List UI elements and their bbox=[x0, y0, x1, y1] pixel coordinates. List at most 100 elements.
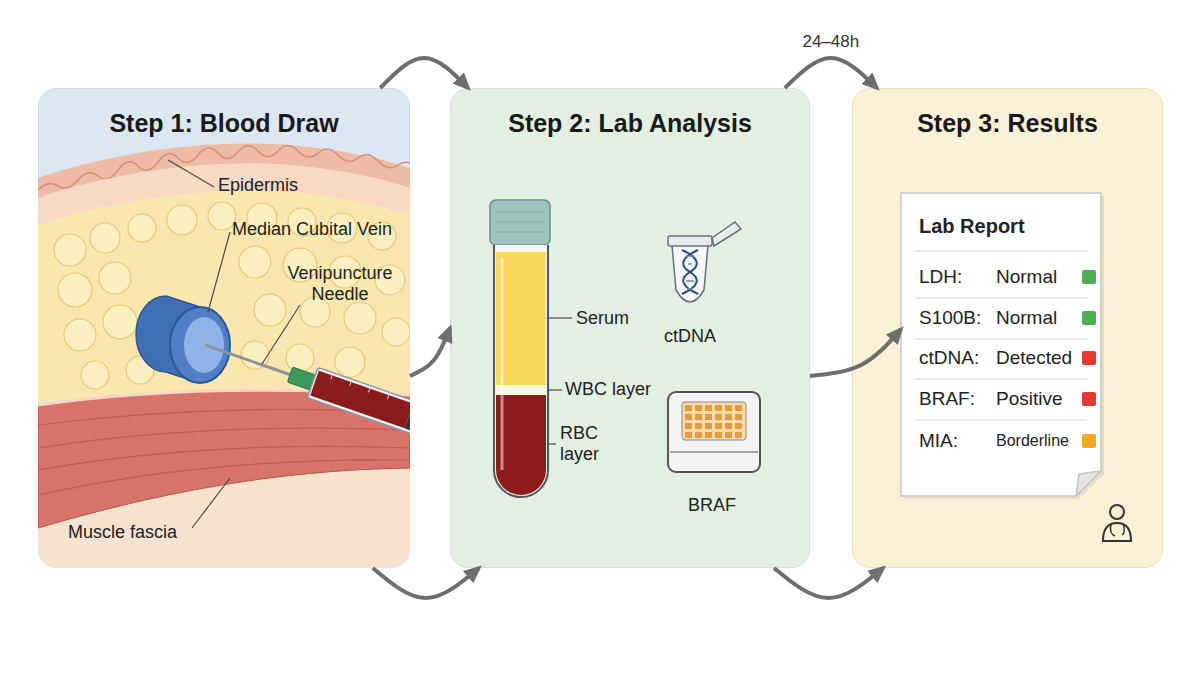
tube-outline bbox=[494, 245, 548, 497]
status-square bbox=[1082, 392, 1096, 406]
flow-arrow bbox=[810, 329, 901, 376]
fat-cell bbox=[375, 265, 405, 295]
wbc-layer bbox=[496, 385, 546, 395]
status-square bbox=[1082, 311, 1096, 325]
barrel-tick bbox=[350, 379, 352, 386]
muscle-fiber bbox=[38, 460, 410, 495]
report-cell: BRAF: bbox=[919, 388, 975, 411]
dna-strand bbox=[682, 250, 698, 294]
barrel-tick bbox=[331, 373, 333, 380]
report-cell: Normal bbox=[996, 266, 1057, 289]
dna-rung bbox=[686, 280, 694, 282]
report-fold bbox=[1076, 471, 1101, 496]
panel-heading: Step 3: Results bbox=[853, 108, 1162, 138]
fat-cell bbox=[167, 205, 197, 235]
fat-cell bbox=[286, 344, 314, 372]
fat-layer bbox=[38, 191, 410, 405]
fat-cell bbox=[283, 248, 317, 282]
flow-arrow bbox=[380, 58, 468, 88]
muscle-fiber bbox=[38, 428, 410, 448]
muscle-fiber bbox=[38, 409, 410, 425]
flow-arrow bbox=[774, 568, 883, 598]
vein-lumen bbox=[184, 317, 224, 373]
assay-chip bbox=[682, 402, 746, 440]
fat-cell bbox=[288, 208, 316, 236]
fat-cell bbox=[90, 223, 120, 253]
rbc-layer bbox=[496, 395, 546, 495]
report-cell: MIA: bbox=[919, 430, 958, 453]
fat-cell bbox=[344, 302, 376, 334]
report-cell: Positive bbox=[996, 388, 1063, 411]
micro-tube bbox=[672, 245, 708, 302]
flow-arrow bbox=[373, 568, 479, 598]
cap-ridge bbox=[495, 232, 545, 233]
muscle-fiber bbox=[38, 446, 410, 470]
fat-cell bbox=[126, 356, 154, 384]
fat-cell bbox=[254, 294, 286, 326]
assay-device bbox=[668, 392, 760, 472]
device-band bbox=[670, 451, 758, 453]
fat-cell bbox=[335, 347, 365, 377]
leader-line bbox=[548, 443, 556, 444]
fat-cell bbox=[58, 273, 92, 307]
step-panel: Step 1: Blood Draw bbox=[38, 88, 410, 568]
fat-cell bbox=[300, 297, 330, 327]
assay-grid bbox=[684, 404, 744, 438]
fat-cell bbox=[99, 262, 131, 294]
report-cell: Normal bbox=[996, 307, 1057, 330]
fat-cell bbox=[247, 203, 277, 233]
fat-cell bbox=[128, 214, 156, 242]
panel-heading: Step 1: Blood Draw bbox=[39, 108, 409, 138]
muscle-layer bbox=[38, 390, 410, 528]
doctor-body bbox=[1103, 523, 1131, 541]
plunger-seal bbox=[405, 404, 410, 431]
vein-wall bbox=[170, 307, 230, 383]
fat-cell bbox=[64, 319, 96, 351]
report-rule bbox=[915, 378, 1087, 379]
epidermis-wave bbox=[38, 146, 410, 191]
report-cell: S100B: bbox=[919, 307, 981, 330]
fat-cell bbox=[382, 318, 410, 346]
edge-label: 24–48h bbox=[802, 31, 859, 52]
leader-line bbox=[548, 317, 572, 318]
report-cell: Detected bbox=[996, 347, 1072, 370]
report-rule bbox=[915, 297, 1087, 298]
status-square bbox=[1082, 351, 1096, 365]
dna-rung bbox=[687, 288, 693, 290]
fat-cell bbox=[368, 222, 396, 250]
fat-cell bbox=[239, 246, 271, 278]
fat-cell bbox=[208, 202, 236, 230]
cap-ridge bbox=[495, 212, 545, 213]
tube-glass bbox=[494, 245, 548, 497]
needle-shaft bbox=[205, 345, 292, 375]
report-cell: ctDNA: bbox=[919, 347, 979, 370]
report-rule bbox=[915, 250, 1087, 251]
dna-rung bbox=[688, 263, 692, 265]
panel-heading: Step 2: Lab Analysis bbox=[451, 108, 809, 138]
stethoscope bbox=[1111, 524, 1125, 536]
flow-arrow bbox=[785, 58, 877, 88]
step-panel: Lab ReportLDH:NormalS100B:NormalctDNA:De… bbox=[852, 88, 1163, 568]
lab-report-document: Lab ReportLDH:NormalS100B:NormalctDNA:De… bbox=[901, 193, 1101, 496]
step-panel: Step 2: Lab Analysis bbox=[450, 88, 810, 568]
barrel-tick bbox=[387, 392, 389, 399]
blood-sample bbox=[310, 371, 410, 428]
report-rule bbox=[915, 419, 1087, 420]
barrel-tick bbox=[369, 386, 371, 393]
fat-cell bbox=[327, 213, 357, 243]
report-cell: Borderline bbox=[996, 431, 1069, 450]
doctor-head bbox=[1110, 505, 1124, 519]
dermis-layer bbox=[38, 164, 410, 225]
leader-line bbox=[168, 160, 214, 187]
fat-cell bbox=[241, 341, 269, 369]
dna-strand bbox=[682, 250, 698, 294]
syringe-barrel bbox=[307, 367, 410, 447]
vein-body bbox=[136, 296, 200, 383]
leader-line bbox=[192, 478, 230, 528]
fat-cell bbox=[329, 256, 361, 288]
status-square bbox=[1082, 434, 1096, 448]
fat-cell bbox=[81, 361, 109, 389]
arm-tissue bbox=[38, 144, 410, 568]
report-cell: LDH: bbox=[919, 266, 962, 289]
needle-hub bbox=[287, 367, 315, 390]
